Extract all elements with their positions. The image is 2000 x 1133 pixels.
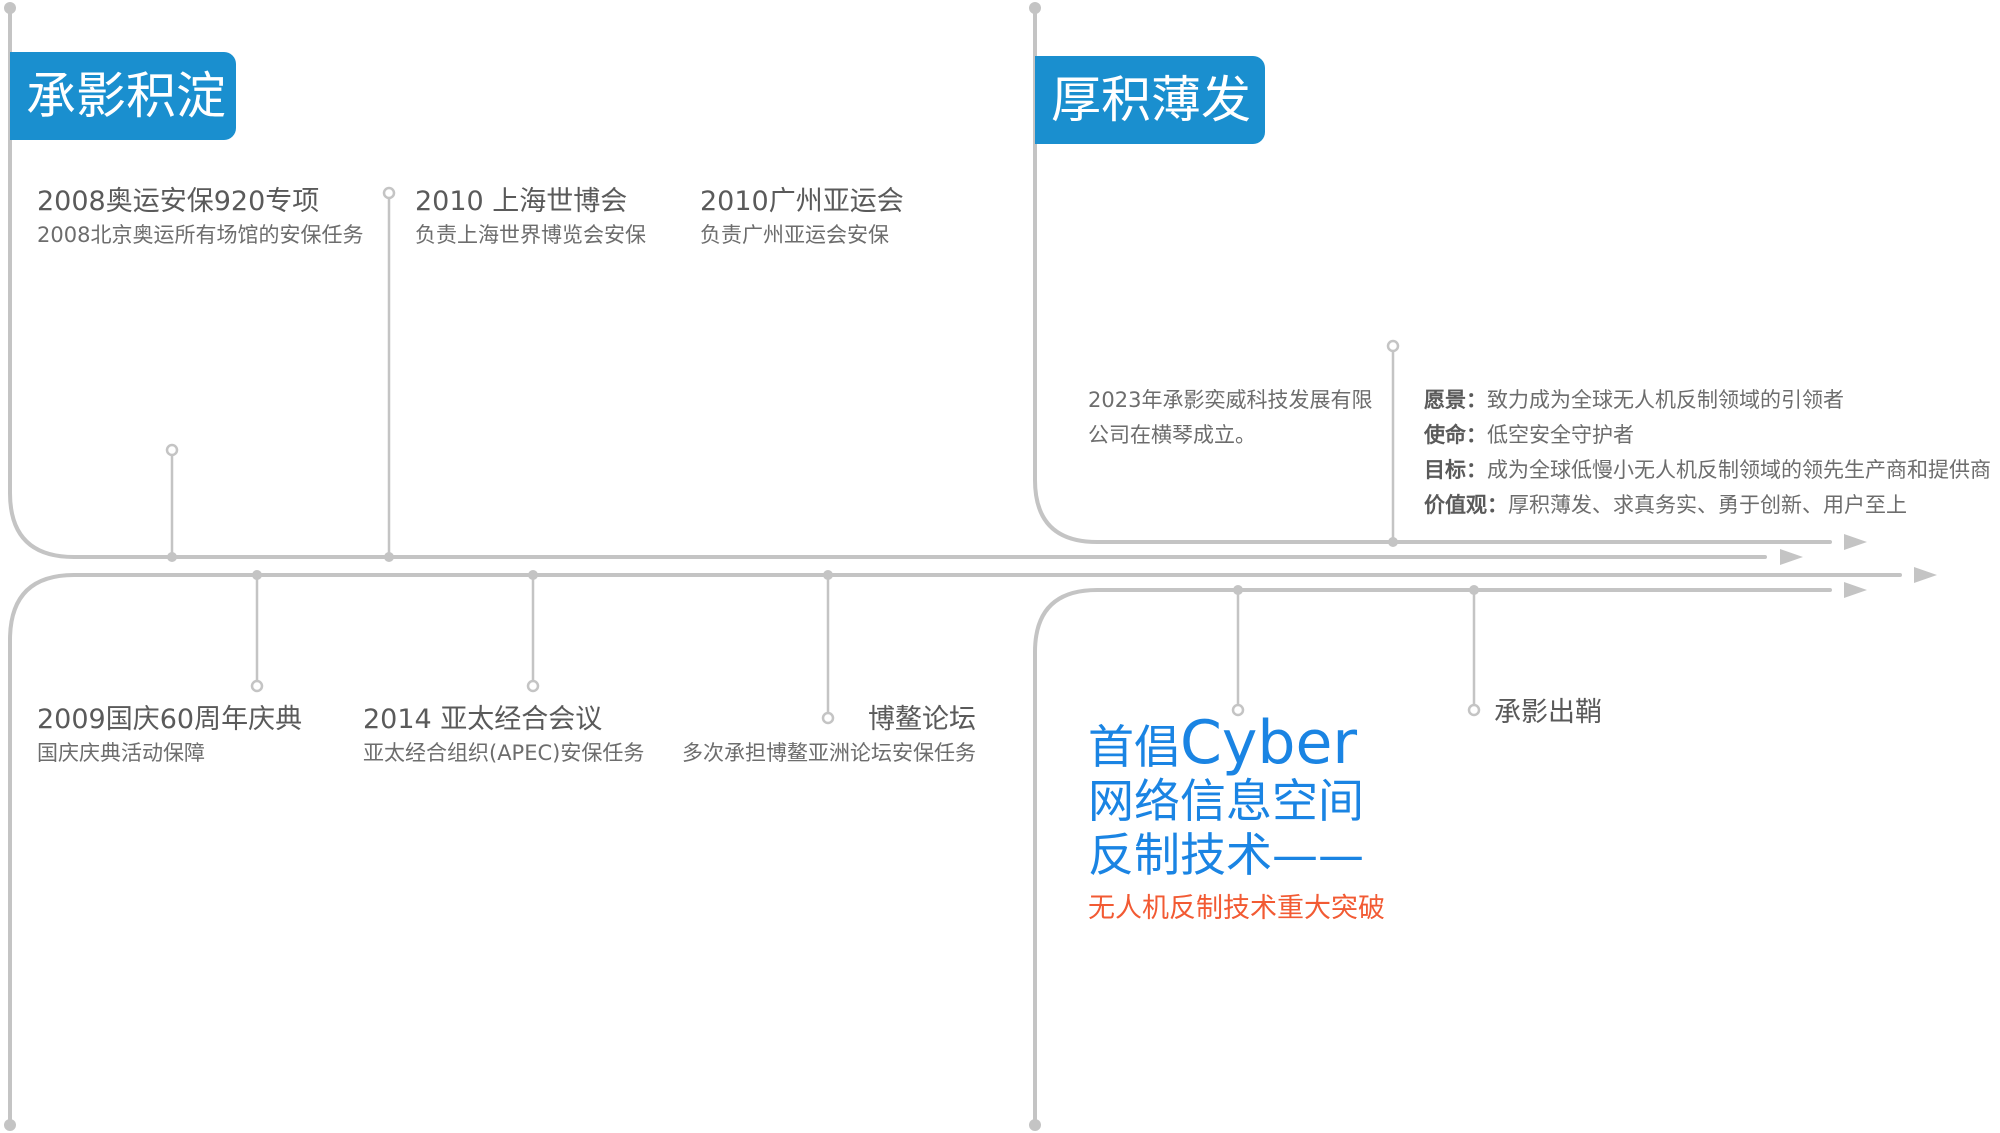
vision-text: 厚积薄发、求真务实、勇于创新、用户至上 xyxy=(1508,493,1907,517)
cyber-headline: 首倡Cyber 网络信息空间 反制技术—— xyxy=(1088,713,1364,882)
founding-line-1: 2023年承影奕威科技发展有限 xyxy=(1088,388,1373,412)
phase-tag-breakthrough: 厚积薄发 xyxy=(1035,56,1265,144)
vision-label: 使命 xyxy=(1424,423,1466,447)
event-title: 博鳌论坛 xyxy=(868,704,976,735)
emerge-label: 承影出鞘 xyxy=(1494,697,1602,728)
vision-text: 成为全球低慢小无人机反制领域的领先生产商和提供商 xyxy=(1487,458,1991,482)
vision-text: 低空安全守护者 xyxy=(1487,423,1634,447)
event-title: 2010广州亚运会 xyxy=(700,186,904,217)
founding-note: 2023年承影奕威科技发展有限 公司在横琴成立。 xyxy=(1088,383,1372,453)
event-2008-olympics: 2008奥运安保920专项 2008北京奥运所有场馆的安保任务 xyxy=(37,184,363,250)
mission-item: 使命：低空安全守护者 xyxy=(1424,418,1991,453)
vision-sep: ： xyxy=(1466,458,1487,482)
event-2010-expo: 2010 上海世博会 负责上海世界博览会安保 xyxy=(415,184,646,250)
arrow-head xyxy=(1780,549,1803,565)
event-2010-asian-games: 2010广州亚运会 负责广州亚运会安保 xyxy=(700,184,904,250)
event-desc: 国庆庆典活动保障 xyxy=(37,741,205,765)
event-desc: 多次承担博鳌亚洲论坛安保任务 xyxy=(682,741,976,765)
arrow-head xyxy=(1844,534,1867,550)
vision-sep: ： xyxy=(1466,423,1487,447)
vision-sep: ： xyxy=(1487,493,1508,517)
event-2009-national-day: 2009国庆60周年庆典 国庆庆典活动保障 xyxy=(37,702,302,768)
arrow-head xyxy=(1914,567,1937,583)
goal-item: 目标：成为全球低慢小无人机反制领域的领先生产商和提供商 xyxy=(1424,453,1991,488)
event-title: 2014 亚太经合会议 xyxy=(363,704,603,735)
arrow-head xyxy=(1844,582,1867,598)
vision-item: 愿景：致力成为全球无人机反制领域的引领者 xyxy=(1424,383,1991,418)
vision-label: 目标 xyxy=(1424,458,1466,482)
event-title: 2009国庆60周年庆典 xyxy=(37,704,303,735)
breakthrough-text: 无人机反制技术重大突破 xyxy=(1088,893,1385,924)
cyber-word: Cyber xyxy=(1180,708,1358,778)
cyber-line-1: 首倡Cyber xyxy=(1088,713,1364,774)
phase-tag-accumulation: 承影积淀 xyxy=(10,52,236,140)
vision-label: 价值观 xyxy=(1424,493,1487,517)
event-desc: 2008北京奥运所有场馆的安保任务 xyxy=(37,223,364,247)
cyber-line-2: 网络信息空间 xyxy=(1088,774,1364,828)
vision-label: 愿景 xyxy=(1424,388,1466,412)
event-desc: 亚太经合组织(APEC)安保任务 xyxy=(363,741,645,765)
event-boao-forum: 博鳌论坛 多次承担博鳌亚洲论坛安保任务 xyxy=(660,702,976,768)
vision-sep: ： xyxy=(1466,388,1487,412)
vision-text: 致力成为全球无人机反制领域的引领者 xyxy=(1487,388,1844,412)
cyber-line-3: 反制技术—— xyxy=(1088,828,1364,882)
vision-list: 愿景：致力成为全球无人机反制领域的引领者 使命：低空安全守护者 目标：成为全球低… xyxy=(1424,383,1991,523)
event-desc: 负责上海世界博览会安保 xyxy=(415,223,646,247)
event-desc: 负责广州亚运会安保 xyxy=(700,223,889,247)
founding-line-2: 公司在横琴成立。 xyxy=(1088,423,1256,447)
event-2014-apec: 2014 亚太经合会议 亚太经合组织(APEC)安保任务 xyxy=(363,702,644,768)
event-title: 2008奥运安保920专项 xyxy=(37,186,320,217)
values-item: 价值观：厚积薄发、求真务实、勇于创新、用户至上 xyxy=(1424,488,1991,523)
event-title: 2010 上海世博会 xyxy=(415,186,628,217)
cyber-prefix: 首倡 xyxy=(1088,720,1180,774)
